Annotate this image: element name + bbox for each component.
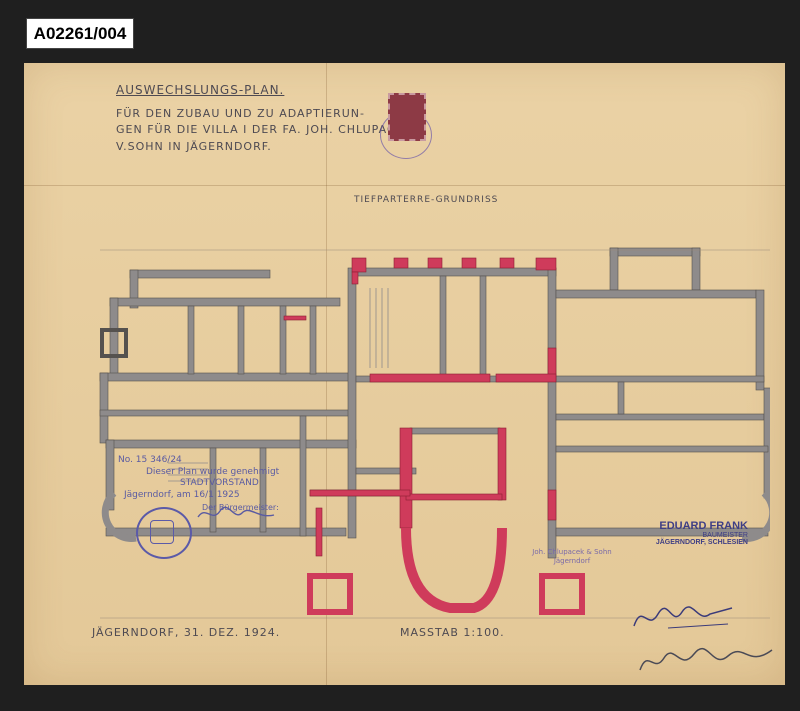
wall <box>355 467 417 475</box>
wall <box>109 297 341 307</box>
new-wall <box>461 257 477 269</box>
mayor-signature <box>197 506 275 518</box>
firm-stamp-text: Joh. Chlupacek & Sohn <box>532 548 612 556</box>
new-wall <box>499 257 515 269</box>
wall <box>105 439 357 449</box>
plan-description-line: v.Sohn in Jägerndorf. <box>116 140 272 153</box>
plan-heading: Auswechslungs-Plan. <box>116 83 285 97</box>
bay-window-wall <box>741 490 770 542</box>
wall <box>237 305 245 375</box>
wall <box>617 381 625 415</box>
new-wall <box>405 493 503 501</box>
wall <box>691 247 701 291</box>
place-date: Jägerndorf, 31. Dez. 1924. <box>92 626 281 639</box>
wall <box>99 372 109 444</box>
approval-number: No. 15 346/24 <box>118 455 182 465</box>
municipal-seal <box>136 507 192 559</box>
fold-line <box>24 185 785 186</box>
stair-tower <box>307 573 353 615</box>
wall <box>763 387 770 499</box>
wall <box>609 247 619 291</box>
revenue-stamp <box>388 93 426 141</box>
approval-authority: STADTVORSTAND <box>180 478 259 488</box>
new-wall <box>369 373 491 383</box>
wall <box>109 297 119 379</box>
owner-signature <box>639 647 773 671</box>
wall <box>555 375 765 383</box>
new-wall <box>399 427 413 529</box>
mayor-caption: Der Bürgermeister: <box>202 503 279 512</box>
new-wall <box>495 373 557 383</box>
wall <box>299 415 307 537</box>
wall <box>555 413 765 421</box>
new-wall <box>427 257 443 269</box>
approval-text: Dieser Plan wurde genehmigt <box>146 467 280 477</box>
firm-stamp-text: Jägerndorf <box>553 557 591 566</box>
wall <box>609 247 701 257</box>
wall <box>209 447 217 533</box>
plan-description-line: gen für die Villa I der Fa. Joh. Chlupac… <box>116 123 412 136</box>
new-wall <box>315 507 323 557</box>
wall <box>309 305 317 375</box>
wall <box>355 267 557 277</box>
blueprint-sheet: Auswechslungs-Plan. für den Zubau und zu… <box>24 63 785 685</box>
wall <box>479 275 487 377</box>
entrance-apse <box>401 527 507 613</box>
reference-label: A02261/004 <box>26 18 134 49</box>
architect-city: JÄGERNDORF, SCHLESIEN <box>655 539 748 546</box>
wall <box>409 427 501 435</box>
new-wall <box>497 427 507 501</box>
new-wall <box>351 271 359 285</box>
architect-stamp: EDUARD FRANK BAUMEISTER JÄGERNDORF, SCHL… <box>598 520 748 546</box>
bay-window-wall <box>101 490 137 542</box>
floor-plan-drawing <box>99 247 770 619</box>
new-wall <box>393 257 409 269</box>
wall <box>259 447 267 533</box>
wall <box>279 305 287 375</box>
wall <box>755 289 765 391</box>
plan-description-line: für den Zubau und zu Adaptierun- <box>116 107 365 120</box>
wall <box>187 305 195 375</box>
firm-stamp: Joh. Chlupacek & Sohn Jägerndorf <box>524 548 620 582</box>
floor-plan-title: Tiefparterre-Grundriss <box>354 195 499 205</box>
wall <box>555 445 769 453</box>
pier <box>100 328 128 358</box>
new-wall <box>283 315 307 321</box>
wall <box>347 267 357 539</box>
wall <box>555 289 757 299</box>
stair-tower <box>539 573 585 615</box>
architect-signature <box>633 606 733 629</box>
wall <box>439 275 447 377</box>
approval-date: Jägerndorf, am 16/1 1925 <box>124 490 240 500</box>
architect-name: EDUARD FRANK <box>659 520 748 532</box>
wall <box>129 269 139 309</box>
new-wall <box>535 257 557 271</box>
wall <box>105 527 347 537</box>
new-wall <box>351 257 367 273</box>
wall <box>99 409 351 417</box>
scale-note: Masstab 1:100. <box>400 626 505 639</box>
new-wall <box>547 489 557 521</box>
municipal-seal-crest <box>150 520 174 544</box>
wall <box>129 269 271 279</box>
architect-role: BAUMEISTER <box>702 532 748 539</box>
wall <box>105 439 115 511</box>
new-wall <box>309 489 411 497</box>
